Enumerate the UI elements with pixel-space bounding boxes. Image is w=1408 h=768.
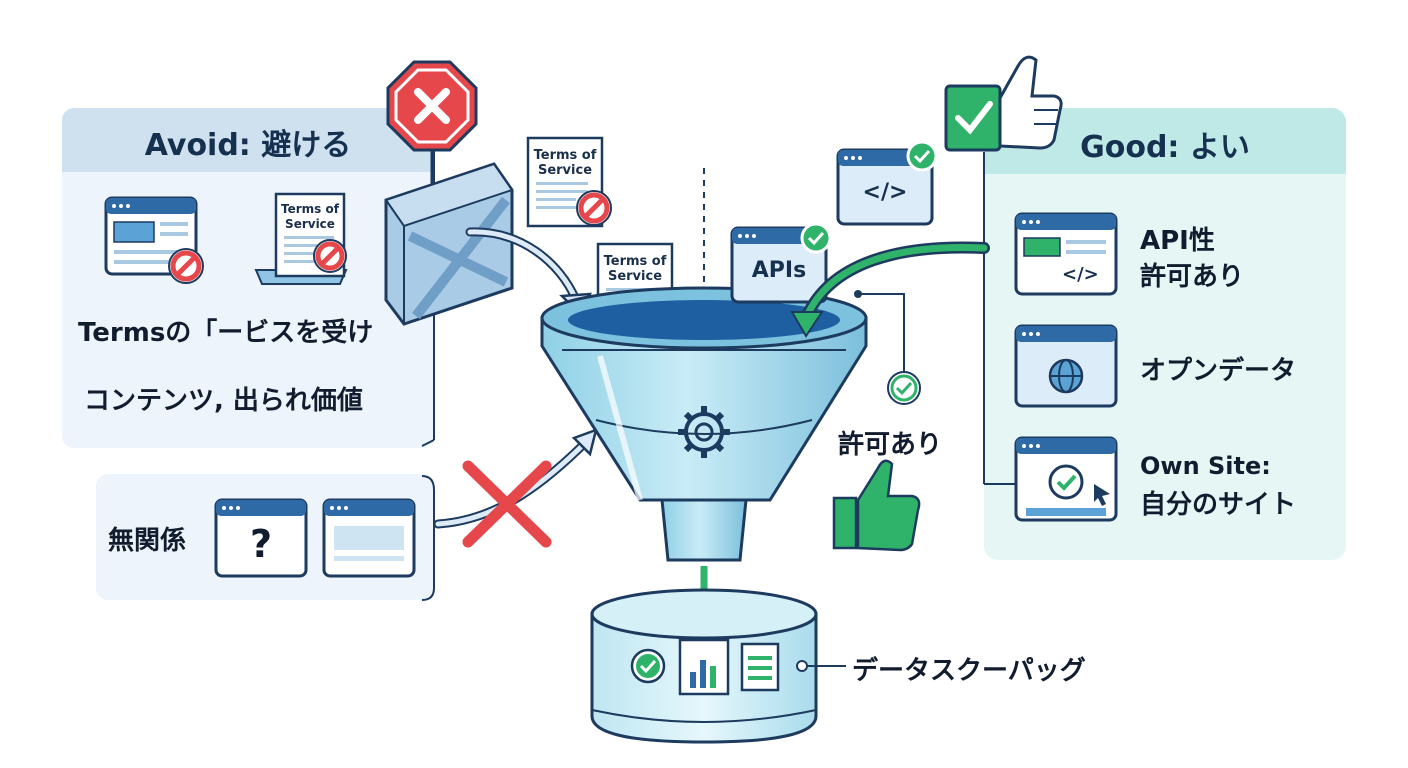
api-code-window	[1014, 212, 1118, 296]
good-item-1-line2: 許可あり	[1140, 262, 1245, 292]
question-mark: ?	[249, 522, 273, 566]
apis-window	[730, 222, 832, 304]
good-item-3-line1: Own Site:	[1140, 452, 1271, 480]
blocked-crate-icon	[384, 162, 514, 326]
ban-icon	[313, 239, 347, 273]
own-site-window	[1014, 436, 1118, 522]
avoid-tos-text: Terms of Service	[281, 202, 339, 231]
check-icon	[887, 371, 921, 405]
permitted-label: 許可あり	[838, 430, 943, 460]
good-title: Good: よい	[1080, 130, 1250, 165]
blank-window	[322, 498, 416, 578]
good-item-1-line1: API性	[1140, 226, 1215, 256]
tos-doc-1-text: Terms of Service	[533, 148, 597, 178]
code-glyph: </>	[862, 180, 908, 205]
code-window	[836, 140, 938, 226]
good-item-2-line1: オプンデータ	[1140, 356, 1297, 386]
avoid-line2: コンテンツ, 出られ価値	[84, 386, 363, 416]
data-storage-cylinder	[590, 588, 846, 744]
thumbs-up-icon	[832, 459, 921, 552]
ban-icon	[168, 248, 204, 284]
avoid-title: Avoid: 避ける	[144, 128, 352, 163]
good-item-3-line2: 自分のサイト	[1140, 490, 1297, 520]
good-item-1-code: </>	[1062, 264, 1099, 285]
thumbs-up-icon	[998, 55, 1063, 150]
unrelated-label: 無関係	[108, 526, 187, 556]
tos-doc-2-text: Terms of Service	[603, 254, 667, 284]
gear-icon	[678, 406, 730, 458]
globe-icon	[1048, 358, 1084, 394]
avoid-line1: Termsの「ービスを受け	[78, 318, 374, 348]
storage-label: データスクーパッグ	[852, 656, 1086, 686]
question-window	[214, 498, 308, 578]
red-x-icon	[462, 460, 552, 548]
apis-label: APIs	[751, 258, 807, 283]
ban-icon	[576, 190, 612, 226]
avoid-tos-document	[254, 192, 348, 285]
